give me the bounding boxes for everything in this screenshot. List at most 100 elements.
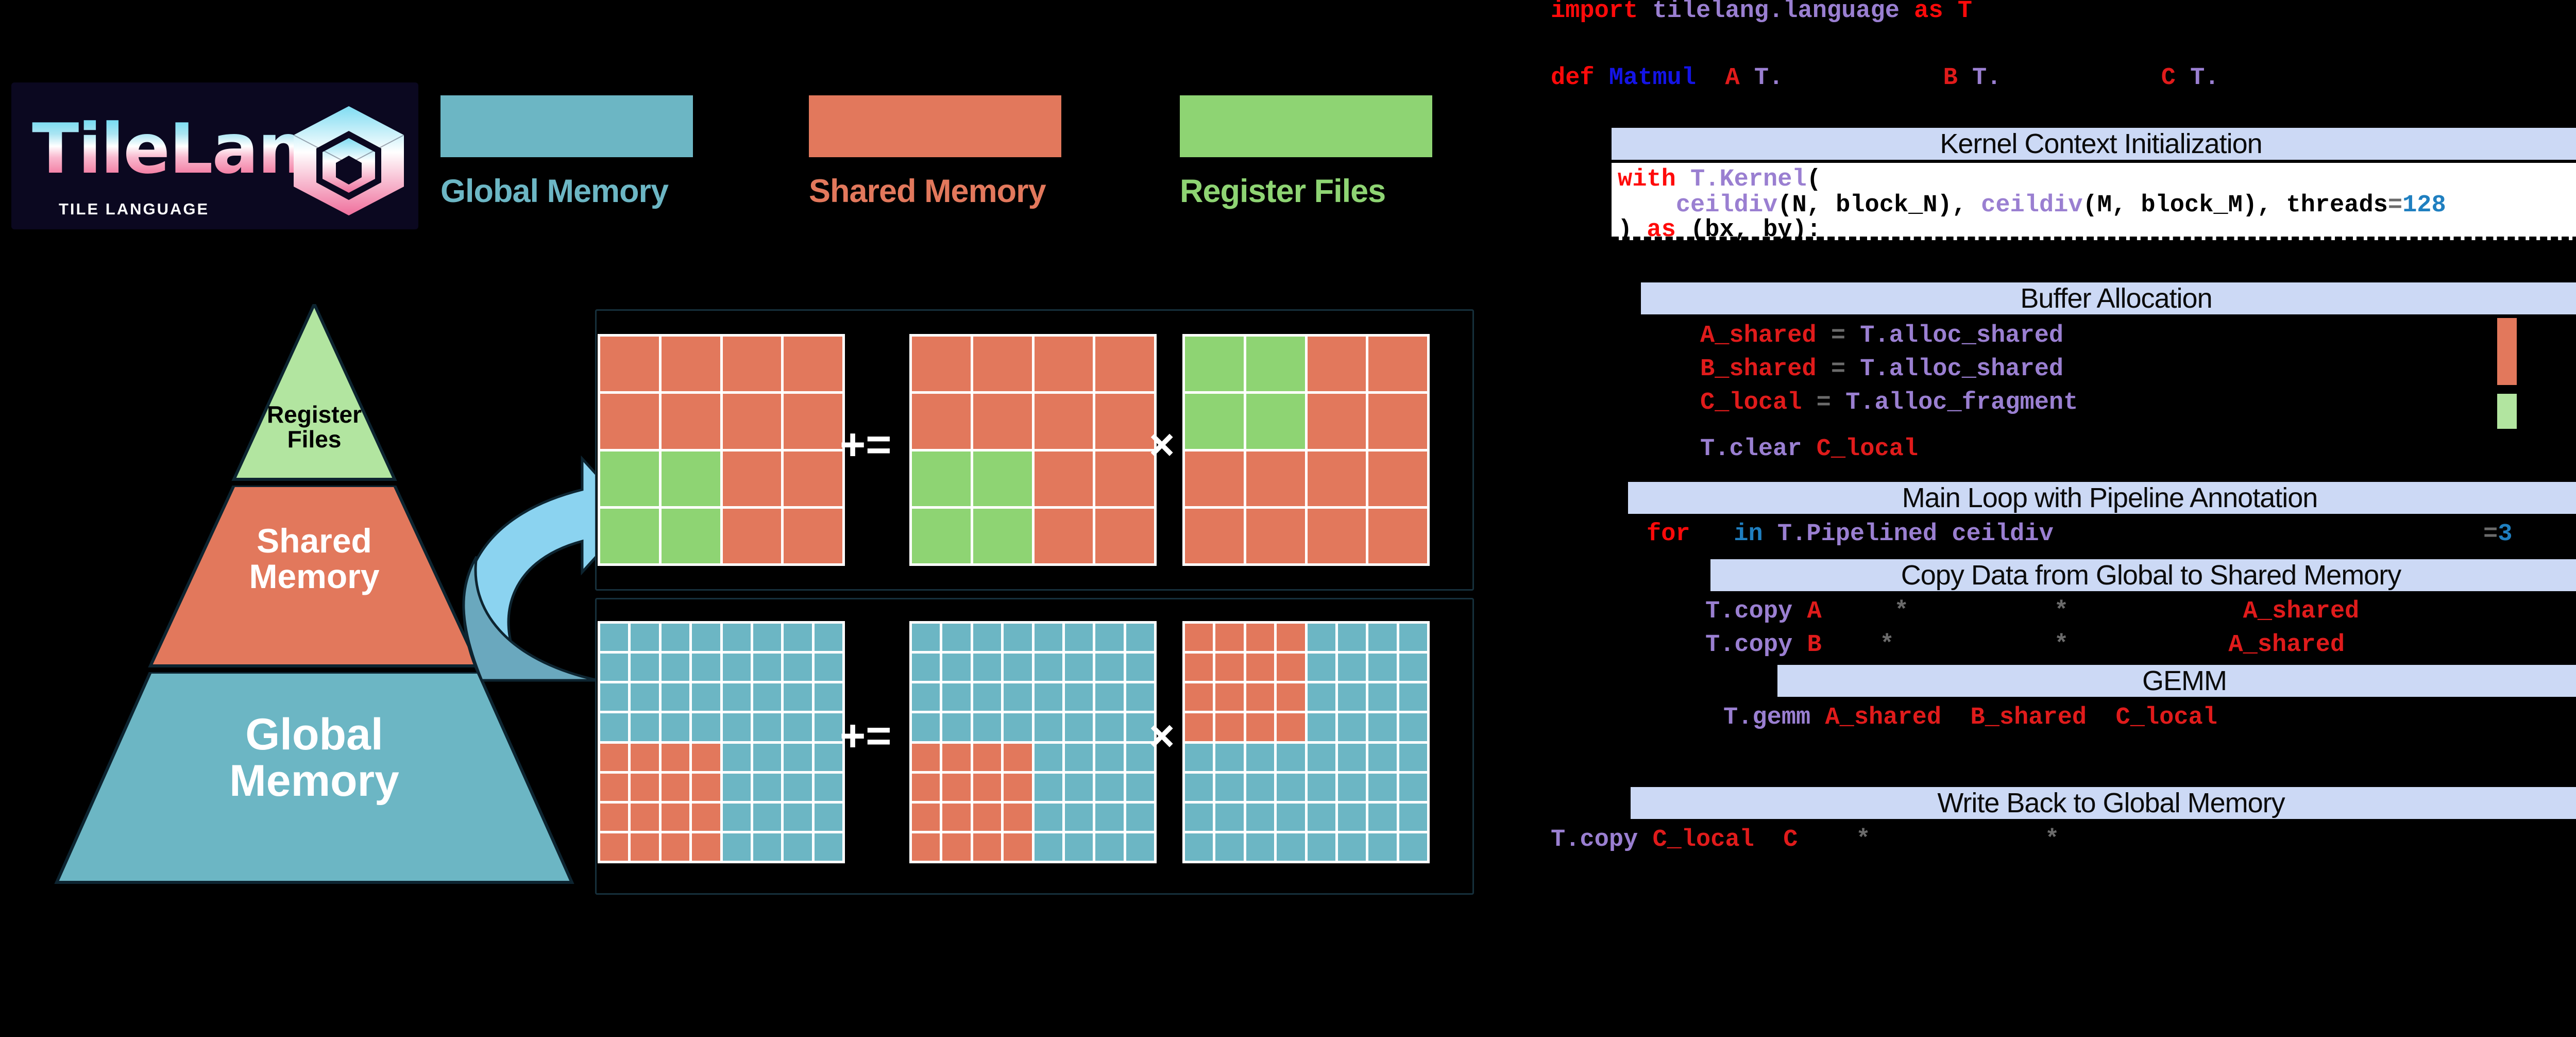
code-line: A_shared = T.alloc_shared (1700, 322, 2063, 349)
code-line: C_local = T.alloc_fragment (1700, 389, 2078, 416)
code-token: in (1734, 521, 1763, 548)
code-token: T.clear (1700, 436, 1802, 463)
legend-label-shared: Shared Memory (809, 173, 1046, 209)
kernel-context-box (1612, 163, 2576, 240)
code-token (2001, 64, 2132, 92)
code-token: A_shared (2069, 598, 2360, 625)
code-token: T.alloc_fragment (1831, 389, 2078, 416)
section-header: Copy Data from Global to Shared Memory (1710, 559, 2576, 591)
register-files-marker (2496, 393, 2518, 430)
global-tile-panel (595, 598, 1474, 895)
code-token: A_shared B_shared C_local (1810, 704, 2217, 731)
legend-label-global: Global Memory (440, 173, 669, 209)
section-header: Kernel Context Initialization (1612, 128, 2576, 160)
code-token: = (2387, 192, 2403, 219)
code-token: ( (1806, 166, 1821, 193)
code-token: T (1943, 0, 1972, 25)
code-token: ceildiv (1981, 192, 2083, 219)
code-token: B (1792, 631, 1822, 659)
code-token: A (1696, 64, 1754, 92)
legend-swatch-shared (809, 95, 1061, 157)
code-token: def (1551, 64, 1595, 92)
code-token: A_shared (1700, 322, 1831, 349)
code-token: (bx, by): (1675, 216, 1821, 244)
code-token: T.alloc_shared (1845, 356, 2064, 383)
legend-register-files: Register Files (1180, 95, 1432, 210)
code-token: 3 (2498, 521, 2513, 548)
code-token: 128 (2402, 192, 2446, 219)
section-header: Main Loop with Pipeline Annotation (1628, 482, 2576, 514)
code-token: (M, block_M), threads (2082, 192, 2388, 219)
code-token: * (1821, 598, 1909, 625)
code-token: T.Pipelined (1762, 521, 1938, 548)
code-line: def Matmul A T. B T. C T. (1551, 64, 2219, 92)
code-token: * (1908, 598, 2069, 625)
code-token: * (1798, 826, 1871, 854)
code-line: =3 (2483, 521, 2512, 548)
global-to-shared-arrow (462, 455, 636, 682)
code-token: = (2483, 521, 2498, 548)
code-token: C (2132, 64, 2191, 92)
legend-swatch-global (440, 95, 693, 157)
code-line: import tilelang.language as T (1551, 0, 1972, 25)
code-token: C_local (1700, 389, 1817, 416)
hex-cube-icon (293, 106, 404, 215)
code-token: * (1894, 631, 2069, 659)
code-token: ceildiv (1618, 192, 1778, 219)
code-token: = (1831, 356, 1846, 383)
code-line: T.copy B * * A_shared (1705, 631, 2345, 659)
legend-shared-memory: Shared Memory (809, 95, 1061, 210)
code-line: T.copy A * * A_shared (1705, 598, 2359, 625)
section-header: Write Back to Global Memory (1631, 787, 2576, 819)
code-line: B_shared = T.alloc_shared (1700, 356, 2063, 383)
pyramid-level-register (52, 304, 577, 484)
code-token: T. (2190, 64, 2219, 92)
code-line: with T.Kernel( (1618, 166, 1821, 193)
code-line: ceildiv(N, block_N), ceildiv(M, block_M)… (1618, 192, 2446, 219)
code-token: T.copy (1705, 631, 1793, 659)
tilelang-logo: TileLang TILE LANGUAGE (11, 82, 418, 229)
section-header: Buffer Allocation (1641, 282, 2576, 314)
code-token: = (1831, 322, 1846, 349)
code-token: A (1792, 598, 1822, 625)
code-line: T.copy C_local C * * (1551, 826, 2059, 854)
code-token: B_shared (1700, 356, 1831, 383)
code-token: C_local C (1638, 826, 1798, 854)
section-header: GEMM (1777, 665, 2576, 697)
code-token: B (1914, 64, 1972, 92)
code-token: with (1618, 166, 1676, 193)
code-line: ) as (bx, by): (1618, 216, 1821, 244)
code-token: T.alloc_shared (1845, 322, 2064, 349)
code-token: * (1870, 826, 2060, 854)
legend-global-memory: Global Memory (440, 95, 693, 210)
legend-label-register: Register Files (1180, 173, 1386, 209)
register-tile-panel (595, 309, 1474, 591)
code-token: = (1816, 389, 1831, 416)
code-token: as (1914, 0, 1943, 25)
code-token: for (1647, 521, 1690, 548)
code-token: T.Kernel (1675, 166, 1807, 193)
code-token: Matmul (1594, 64, 1697, 92)
code-token: T.gemm (1723, 704, 1811, 731)
code-line: T.gemm A_shared B_shared C_local (1723, 704, 2217, 731)
legend-swatch-register (1180, 95, 1432, 157)
code-token: T.copy (1551, 826, 1638, 854)
pyramid-level-global (52, 672, 577, 889)
code-token: tilelang.language (1638, 0, 1914, 25)
code-token: ceildiv (1937, 521, 2054, 548)
code-token: as (1647, 216, 1676, 244)
code-line: for in T.Pipelined ceildiv (1647, 521, 2054, 548)
code-token: (N, block_N), (1777, 192, 1981, 219)
code-token: A_shared (2069, 631, 2345, 659)
code-token: C_local (1802, 436, 1919, 463)
shared-memory-marker (2496, 317, 2518, 386)
code-token: import (1551, 0, 1638, 25)
logo-subtitle: TILE LANGUAGE (59, 200, 210, 218)
code-token (1783, 64, 1914, 92)
code-token (1690, 521, 1734, 548)
